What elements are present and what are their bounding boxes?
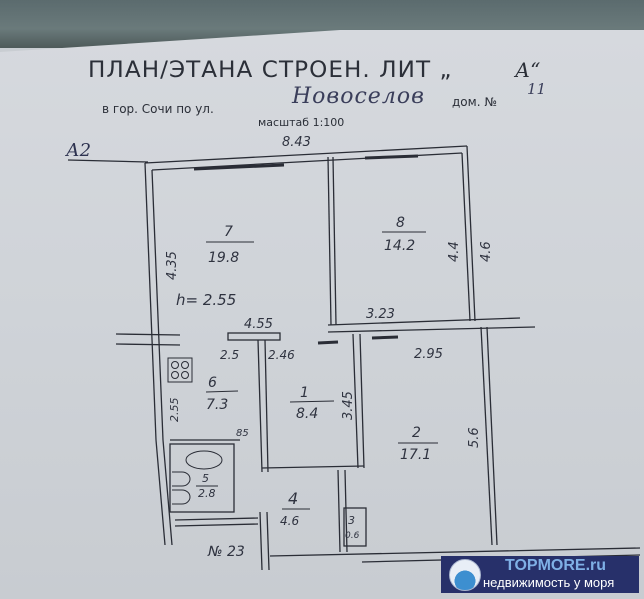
dim-corridor-small: 85 bbox=[236, 428, 249, 439]
dim-room8-bottom: 3.23 bbox=[366, 307, 395, 322]
dim-room8-inner: 4.4 bbox=[447, 241, 462, 262]
scale-label: масштаб 1:100 bbox=[258, 116, 345, 129]
dim-kitchen-height: 2.55 bbox=[168, 398, 181, 423]
topmore-watermark: TOPMORE.ru недвижимость у моря bbox=[441, 556, 639, 593]
room-7-area: 19.8 bbox=[208, 250, 239, 266]
walls bbox=[67, 145, 641, 571]
room-6-number: 6 bbox=[208, 375, 217, 391]
room-3-number: 3 bbox=[348, 514, 355, 527]
dim-kitchen-width: 2.5 bbox=[220, 348, 239, 362]
window-markers bbox=[193, 154, 419, 345]
bathtub-icon bbox=[185, 450, 223, 470]
lit-letter: А“ bbox=[515, 58, 541, 82]
dim-room2-height: 5.6 bbox=[467, 427, 482, 448]
dim-4-55: 4.55 bbox=[244, 317, 273, 332]
house-logo-icon bbox=[449, 559, 481, 591]
room-1-number: 1 bbox=[300, 385, 309, 401]
house-number: 11 bbox=[527, 80, 547, 98]
dim-room1-width: 2.46 bbox=[268, 348, 295, 362]
house-label: дом. № bbox=[452, 95, 497, 109]
room-4-number: 4 bbox=[288, 489, 298, 508]
dim-room2-width: 2.95 bbox=[414, 347, 443, 362]
dim-room7-height: 4.35 bbox=[165, 251, 180, 280]
stove-icon bbox=[167, 357, 193, 383]
room-5-area: 2.8 bbox=[198, 487, 216, 500]
room-labels: 7 19.8 8 14.2 6 7.3 1 8.4 2 17.1 5 2.8 4… bbox=[198, 215, 431, 541]
watermark-brand: TOPMORE.ru bbox=[505, 557, 607, 574]
room-1-area: 8.4 bbox=[296, 406, 318, 422]
watermark-tagline: недвижимость у моря bbox=[483, 575, 615, 590]
dim-room8-outer: 4.6 bbox=[479, 241, 494, 262]
room-4-area: 4.6 bbox=[280, 514, 299, 528]
fraction-lines bbox=[196, 231, 438, 510]
neighbor-apartment-label: № 23 bbox=[207, 544, 245, 560]
room-8-number: 8 bbox=[396, 215, 405, 231]
room-2-number: 2 bbox=[412, 425, 421, 441]
room-2-area: 17.1 bbox=[400, 447, 431, 463]
dim-ceiling-height: h= 2.55 bbox=[176, 291, 236, 309]
room-3-area: 0.6 bbox=[345, 531, 360, 541]
room-8-area: 14.2 bbox=[384, 238, 415, 254]
dim-room1-height: 3.45 bbox=[341, 391, 356, 420]
plan-title: ПЛАН/ЭТАНА СТРОЕН. ЛИТ „ bbox=[88, 58, 453, 83]
toilet-icon bbox=[172, 471, 191, 505]
city-line: в гор. Сочи по ул. bbox=[102, 102, 214, 116]
paper-sheet bbox=[0, 30, 644, 599]
street-name: Новоселов bbox=[292, 84, 425, 109]
room-6-area: 7.3 bbox=[206, 397, 228, 413]
dimension-labels: 8.43 4.35 h= 2.55 4.55 4.4 4.6 3.23 2.5 … bbox=[165, 135, 494, 560]
dim-top-width: 8.43 bbox=[282, 135, 311, 150]
room-7-number: 7 bbox=[224, 224, 233, 240]
room-5-number: 5 bbox=[202, 472, 209, 485]
axis-marker: А2 bbox=[66, 140, 92, 161]
